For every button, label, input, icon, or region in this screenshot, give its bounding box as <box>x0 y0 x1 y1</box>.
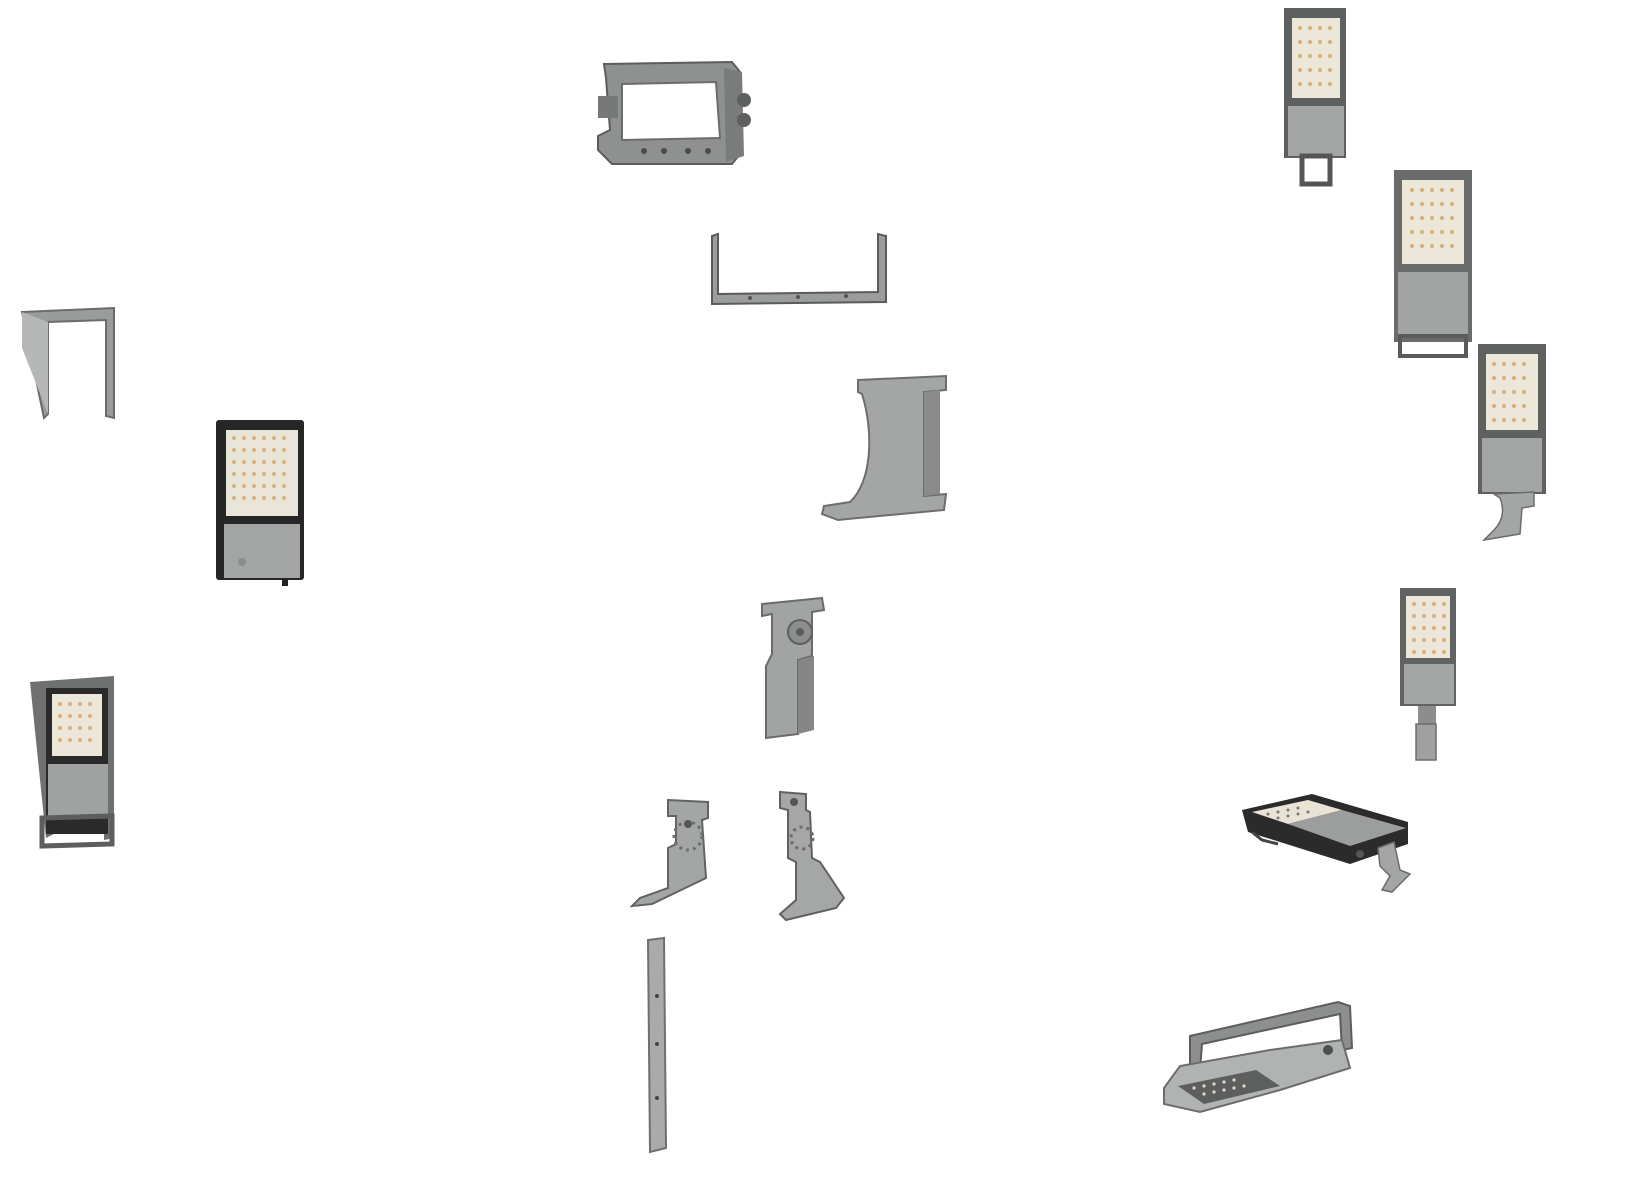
angle-bracket-right-icon <box>776 788 850 924</box>
floodlight-front-icon <box>212 416 308 588</box>
floodlight-with-visor-icon <box>28 674 120 850</box>
glare-visor-icon <box>20 306 118 424</box>
angle-bracket-left-icon <box>629 796 720 910</box>
floodlight-yoke-hanging-icon <box>1160 1000 1362 1114</box>
floodlight-angled-bracket-icon <box>1238 792 1416 900</box>
yoke-bracket-double-icon <box>592 58 760 170</box>
u-bracket-icon <box>706 232 892 308</box>
floodlight-u-bracket-icon <box>1390 166 1476 360</box>
wall-arm-bracket-icon <box>818 372 950 522</box>
mounting-strip-icon <box>644 936 670 1156</box>
floodlight-wall-arm-icon <box>1474 340 1550 546</box>
floodlight-pole-top-icon <box>1396 584 1462 764</box>
pole-top-adapter-icon <box>758 594 830 742</box>
floodlight-small-bracket-icon <box>1280 6 1352 188</box>
